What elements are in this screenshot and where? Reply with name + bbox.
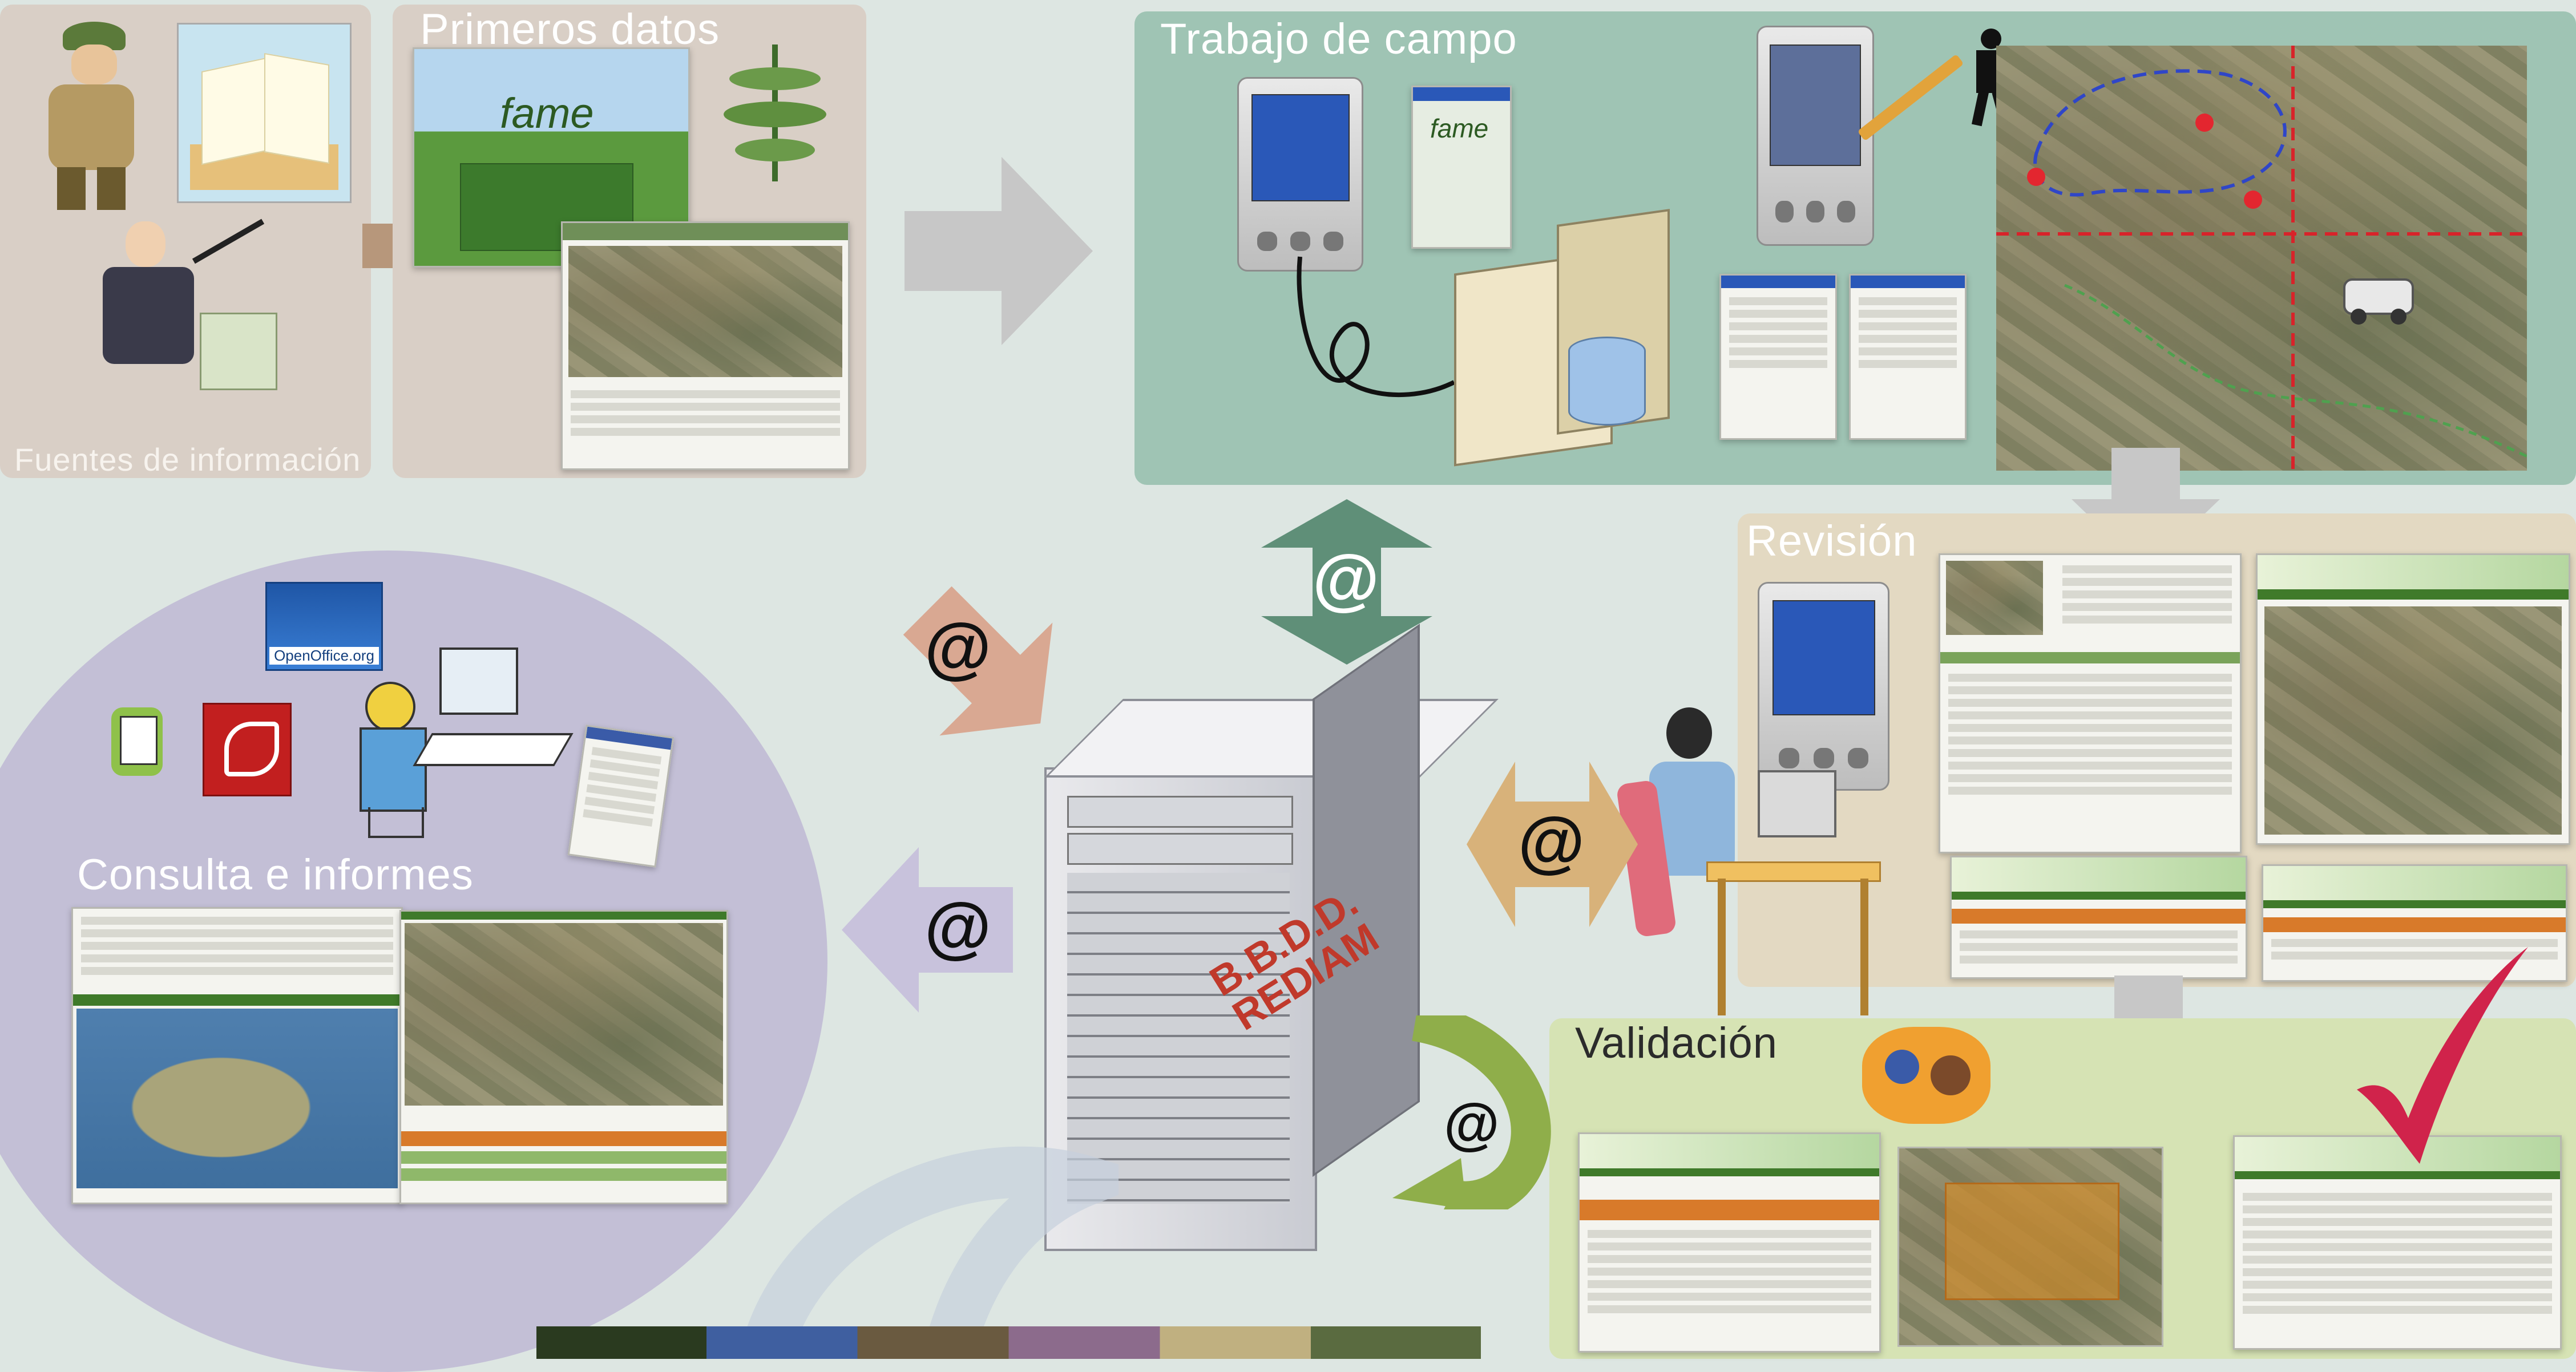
- pda-device-1: [1237, 77, 1363, 272]
- book-clipart: [177, 23, 352, 203]
- reviewer-clipart: [1616, 707, 1900, 1027]
- pdf-icon: [203, 703, 292, 796]
- approved-check-icon: [2357, 947, 2528, 1164]
- pda-device-3: [1758, 582, 1889, 791]
- desktop-computer-clipart: [1454, 205, 1677, 467]
- fame-login-screenshot: fame: [413, 47, 690, 268]
- at-icon-olive: @: [1444, 1092, 1500, 1156]
- pda-form-screen-1: [1719, 274, 1837, 440]
- panel-primeros-datos: Primeros datos fame: [393, 5, 866, 478]
- at-icon-salmon: @: [924, 609, 992, 686]
- revision-form-screenshot: [1939, 553, 2242, 853]
- arrow-database-to-consulta: [842, 847, 1013, 1013]
- fame-logo: fame: [500, 89, 594, 137]
- arrow-primeros-to-database: [903, 586, 1053, 736]
- office-worker-clipart: [348, 636, 574, 841]
- panel-validacion: Validación: [1549, 1018, 2576, 1359]
- arrow-to-trabajo-de-campo: [905, 157, 1093, 345]
- panel-title-fuentes: Fuentes de información: [14, 442, 361, 477]
- openoffice-logo: OpenOffice.org: [265, 582, 383, 671]
- at-icon-lavender: @: [924, 889, 992, 965]
- panel-title-revision: Revisión: [1746, 517, 1917, 565]
- pda-form-screen-2: [1849, 274, 1967, 440]
- field-route-map: [1996, 46, 2527, 471]
- ranger-clipart: [23, 22, 154, 210]
- at-icon-gold: @: [1518, 803, 1585, 880]
- presenter-clipart: [86, 218, 285, 410]
- panel-title-consulta-informes: Consulta e informes: [77, 851, 474, 899]
- consulta-map-table-screenshot: [399, 910, 728, 1204]
- at-icon-green: @: [1313, 541, 1380, 617]
- arrow-to-revision: [2072, 448, 2220, 570]
- revision-table-screenshot-1: [1950, 856, 2247, 979]
- meeting-clipart: [1862, 1027, 1990, 1124]
- arrow-database-revision: [1467, 762, 1638, 927]
- validacion-list-screenshot: [2233, 1135, 2562, 1350]
- sync-cable: [1297, 256, 1455, 398]
- panel-fuentes: Fuentes de información: [0, 5, 371, 478]
- fame-pda-screen: fame: [1411, 86, 1512, 249]
- panel-trabajo-de-campo: Trabajo de campo fame: [1134, 11, 2576, 485]
- openoffice-logo-text: OpenOffice.org: [269, 647, 379, 665]
- panel-revision: Revisión: [1738, 513, 2576, 987]
- fame-logo-text: fame: [500, 90, 594, 137]
- fern-clipart: [718, 44, 832, 181]
- validacion-map-screenshot: [1897, 1147, 2163, 1347]
- photo-strip: [536, 1326, 1481, 1359]
- panel-title-trabajo-de-campo: Trabajo de campo: [1160, 15, 1517, 63]
- consulta-form-map-screenshot: [71, 907, 403, 1204]
- background-swirl: [740, 1146, 1119, 1359]
- map-app-screenshot: [561, 221, 850, 470]
- panel-title-validacion: Validación: [1575, 1019, 1778, 1067]
- validacion-table-screenshot: [1578, 1132, 1881, 1353]
- revision-map-screenshot: [2256, 553, 2570, 845]
- documents-icon: [106, 702, 168, 784]
- pda-device-2: [1757, 26, 1874, 246]
- report-document-thumbnail: [567, 725, 675, 868]
- arrow-database-campo: [1261, 499, 1432, 665]
- panel-title-primeros-datos: Primeros datos: [420, 5, 720, 54]
- arrow-validacion-to-database: [1392, 1015, 1551, 1209]
- server-tower: [1044, 624, 1499, 1251]
- fame-logo-text-pda: fame: [1430, 114, 1489, 143]
